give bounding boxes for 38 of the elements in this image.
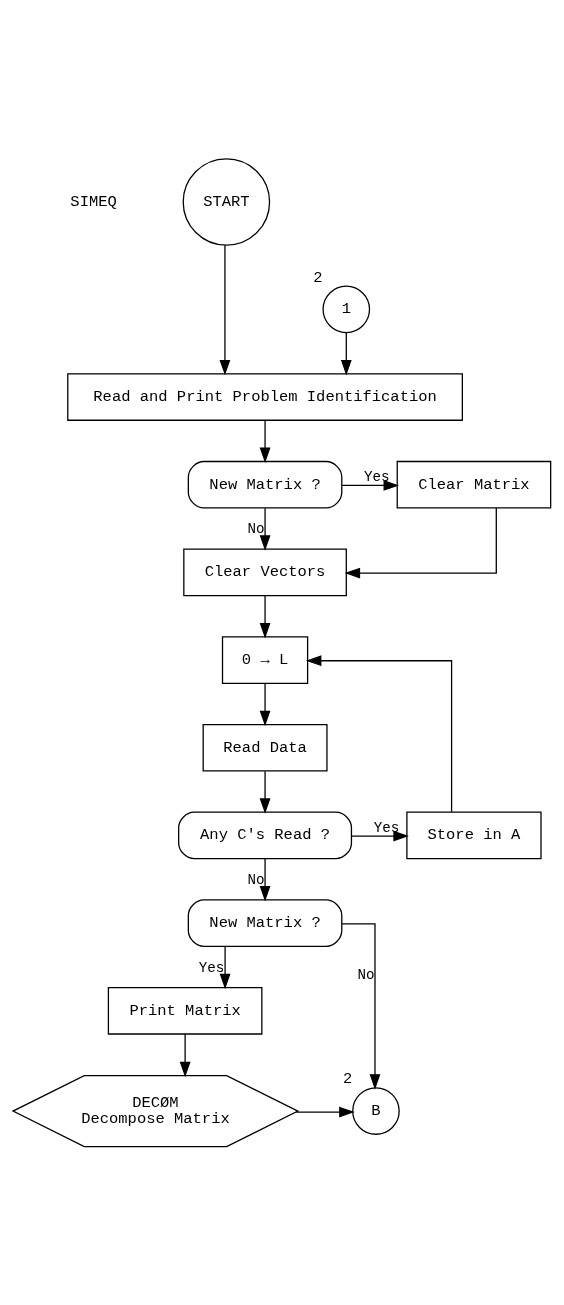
edge-label: No: [247, 871, 265, 888]
arrow: [305, 654, 453, 812]
arrow: [259, 682, 271, 726]
node-box: Store in A: [406, 811, 542, 859]
node-box: Clear Vectors: [183, 548, 347, 596]
edge-label: No: [357, 966, 375, 983]
node-box: New Matrix ?: [187, 460, 343, 509]
arrow: [351, 830, 409, 841]
arrow: [219, 244, 231, 375]
edge-label: No: [247, 520, 265, 537]
arrow: [259, 507, 271, 551]
arrow: [341, 479, 400, 491]
node-box: 0 → L: [221, 635, 309, 684]
edge-label: Yes: [198, 959, 225, 976]
node-label: 2: [342, 1069, 353, 1088]
arrow: [341, 922, 381, 1090]
arrow: [259, 857, 271, 901]
node-box: Read and Print Problem Identification: [67, 372, 463, 421]
arrow: [179, 1032, 191, 1077]
edge-label: Yes: [363, 468, 390, 485]
node-box: Read Data: [202, 723, 328, 772]
arrow: [340, 331, 352, 375]
arrow: [259, 770, 271, 814]
arrow: [295, 1106, 355, 1117]
arrow: [344, 506, 497, 578]
node-circle: 1: [322, 285, 371, 333]
node-box: Clear Matrix: [396, 460, 552, 509]
node-circle: B: [352, 1086, 400, 1135]
node-circle: START: [182, 157, 271, 246]
node-label: 2: [313, 268, 323, 287]
node-box: Print Matrix: [107, 986, 263, 1035]
node-box: New Matrix ?: [187, 898, 343, 947]
node-box: Any C's Read ?: [178, 811, 353, 859]
edge-label: Yes: [373, 819, 400, 836]
arrow: [259, 594, 271, 638]
label: SIMEQ: [70, 192, 117, 211]
arrow: [259, 419, 271, 463]
arrow: [219, 945, 231, 989]
